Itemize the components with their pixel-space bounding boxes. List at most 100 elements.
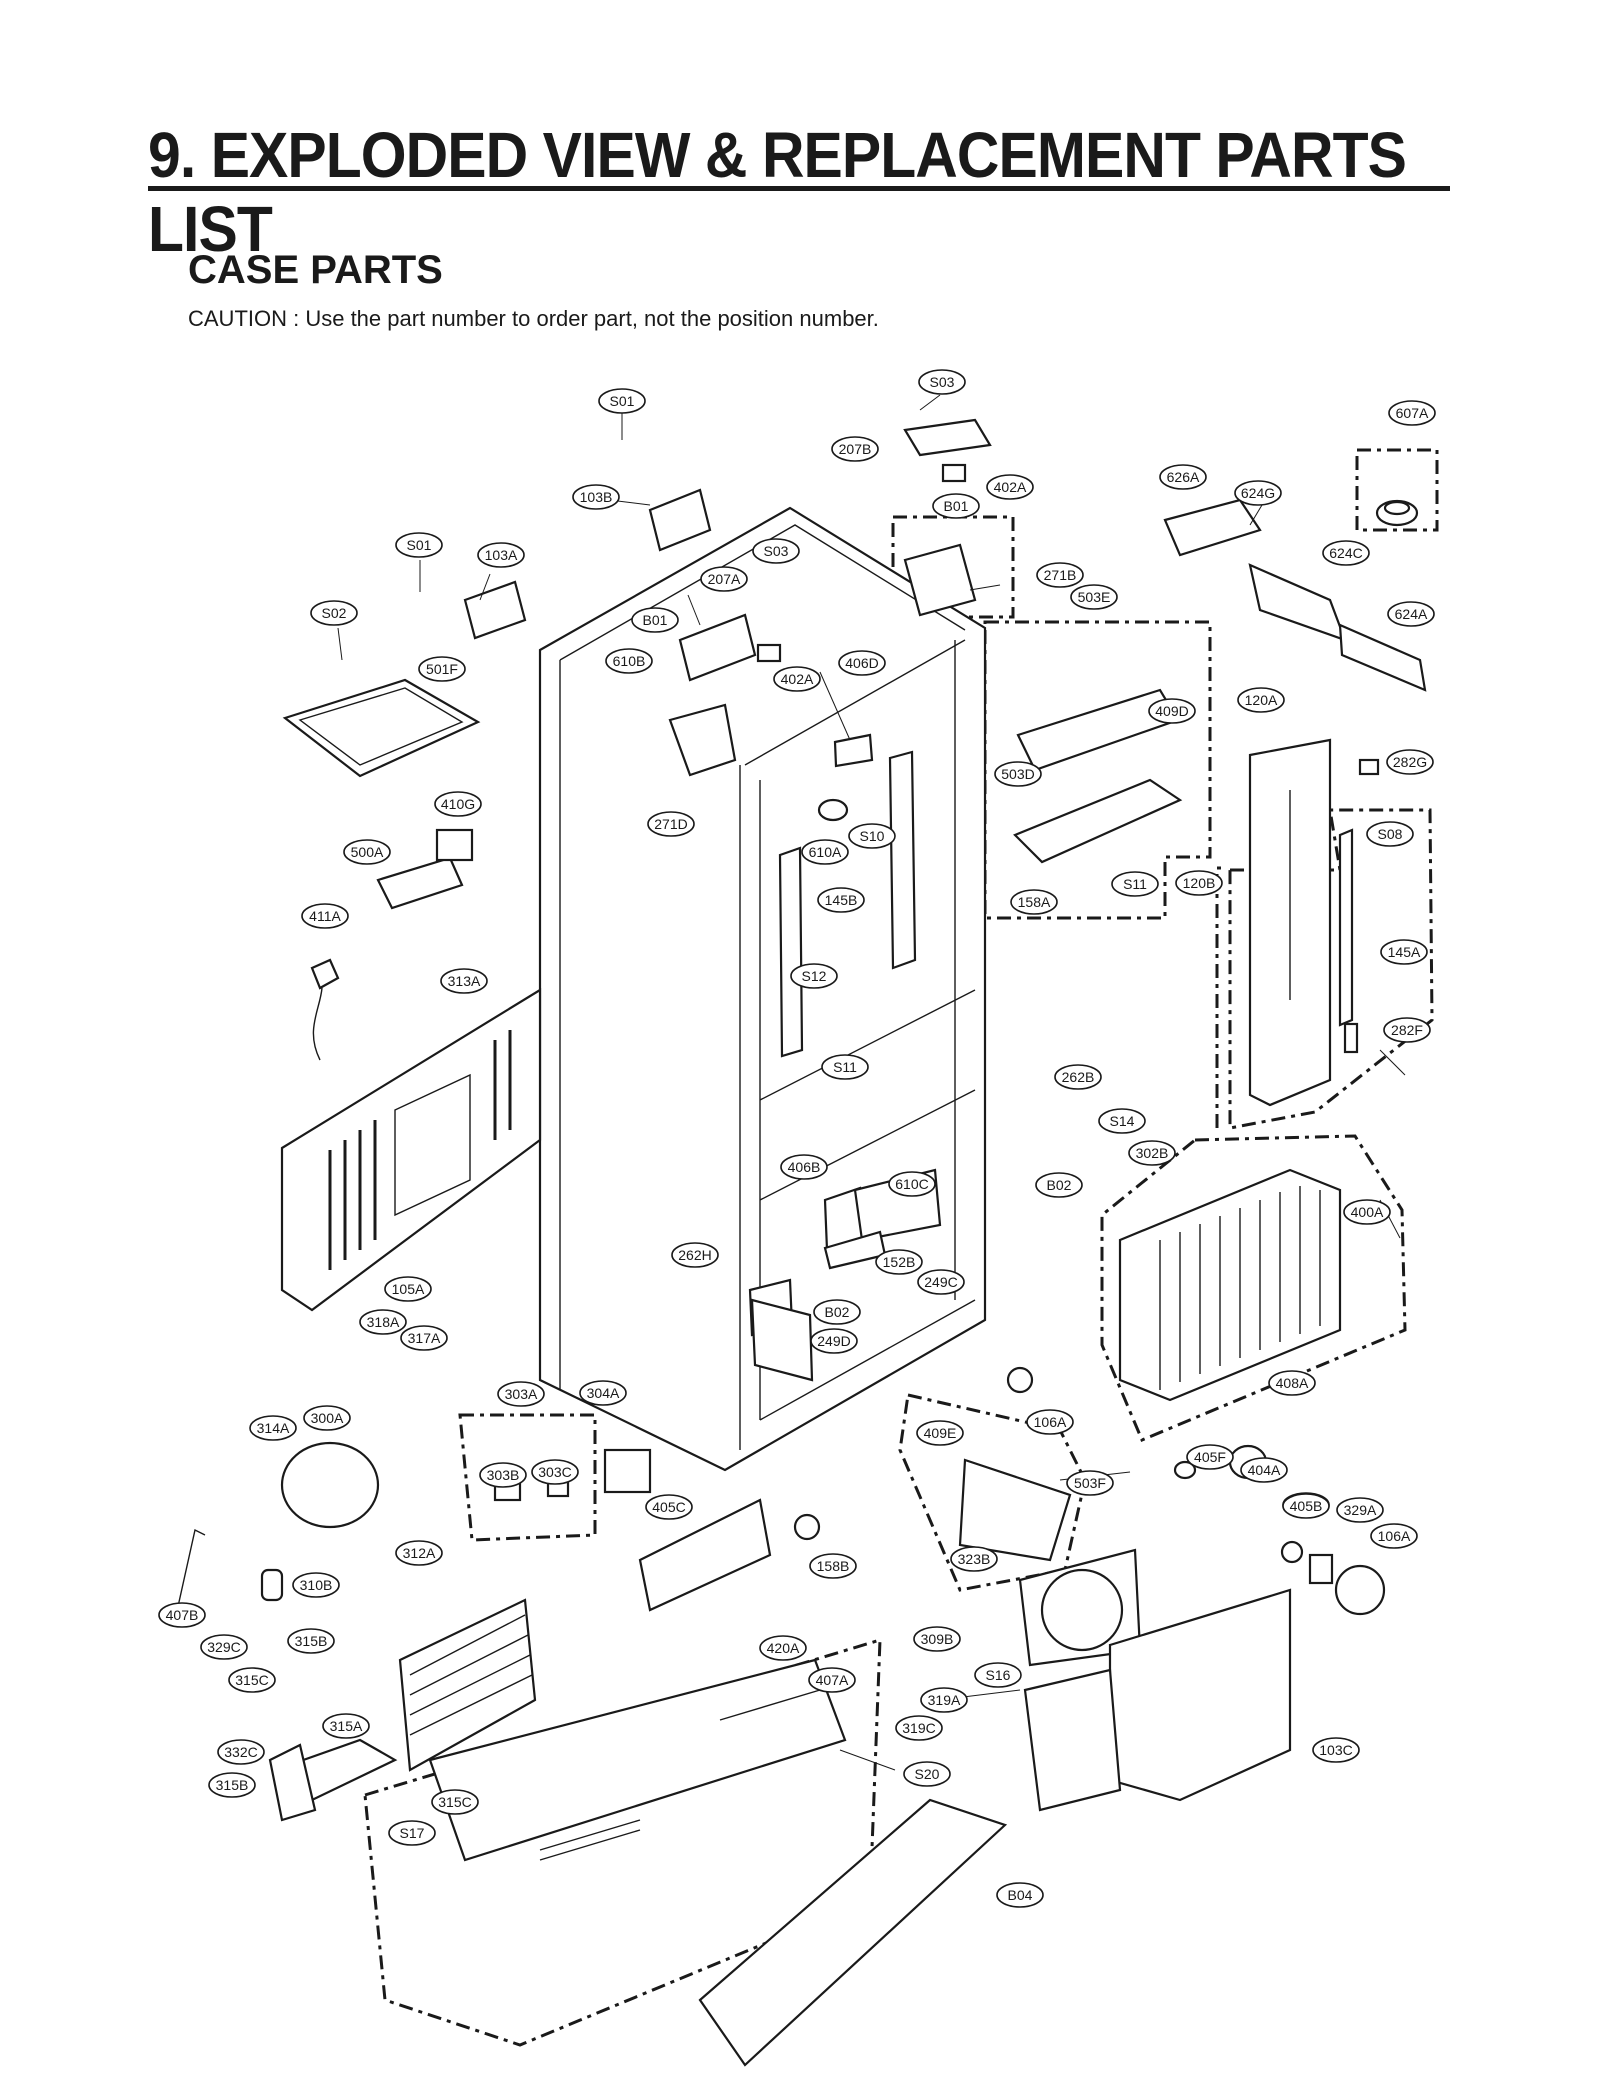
callout-text: 329A <box>1344 1502 1377 1518</box>
callout-407b: 407B <box>158 1602 206 1628</box>
callout-text: S10 <box>860 828 885 844</box>
callout-bubble <box>918 369 966 395</box>
callout-300a: 300A <box>303 1405 351 1431</box>
callout-315c: 315C <box>228 1667 276 1693</box>
caution-note: CAUTION : Use the part number to order p… <box>188 306 879 331</box>
callout-text: 207B <box>839 441 872 457</box>
callout-text: B02 <box>1047 1177 1072 1193</box>
tube-624c <box>1248 563 1347 642</box>
callout-249d: 249D <box>810 1328 858 1354</box>
callout-bubble <box>773 666 821 692</box>
callout-624g: 624G <box>1234 480 1282 506</box>
callout-315a: 315A <box>322 1713 370 1739</box>
callout-b01: B01 <box>631 607 679 633</box>
callout-315c: 315C <box>431 1789 479 1815</box>
page-title: 9. EXPLODED VIEW & REPLACEMENT PARTS LIS… <box>148 119 1407 265</box>
group-315a <box>363 1637 882 2047</box>
callout-s08: S08 <box>1366 821 1414 847</box>
callout-s01: S01 <box>395 532 443 558</box>
callout-bubble <box>1240 1457 1288 1483</box>
callout-text: 610B <box>613 653 646 669</box>
callout-text: 410G <box>441 796 475 812</box>
back-cover-313a <box>280 988 542 1312</box>
left-side-parts <box>280 678 542 1312</box>
callout-text: 152B <box>883 1254 916 1270</box>
callout-text: 315C <box>235 1672 268 1688</box>
callout-s16: S16 <box>974 1662 1022 1688</box>
callout-text: 302B <box>1136 1145 1169 1161</box>
callout-207b: 207B <box>831 436 879 462</box>
part-282f <box>1343 1022 1359 1054</box>
callout-text: 318A <box>367 1314 400 1330</box>
callout-bubble <box>801 839 849 865</box>
hinge-cover-103a <box>463 580 527 640</box>
callout-106a: 106A <box>1026 1409 1074 1435</box>
callout-s01: S01 <box>598 388 646 414</box>
callout-text: 313A <box>448 973 481 989</box>
callout-bubble <box>1066 1470 1114 1496</box>
callout-262b: 262B <box>1054 1064 1102 1090</box>
callout-text: B04 <box>1008 1887 1033 1903</box>
callout-s14: S14 <box>1098 1108 1146 1134</box>
group-120b <box>1215 866 1225 1128</box>
callout-bubble <box>1268 1370 1316 1396</box>
callout-bubble <box>916 1420 964 1446</box>
callout-409e: 409E <box>916 1420 964 1446</box>
callout-text: B02 <box>825 1304 850 1320</box>
callout-610a: 610A <box>801 839 849 865</box>
bracket-319c <box>268 1743 317 1822</box>
callout-bubble <box>1388 400 1436 426</box>
callout-text: S01 <box>407 537 432 553</box>
evaporator-coil-323b <box>398 1598 537 1772</box>
callout-text: 407A <box>816 1672 849 1688</box>
relay-304a <box>603 1448 652 1494</box>
fan-and-covers <box>698 1366 1386 2067</box>
callout-bubble <box>431 1789 479 1815</box>
callout-text: 409D <box>1155 703 1188 719</box>
callout-text: 501F <box>426 661 458 677</box>
callout-410g: 410G <box>434 791 482 817</box>
compressor-300a <box>280 1441 380 1529</box>
callout-text: 400A <box>1351 1204 1384 1220</box>
callout-bubble <box>1387 601 1435 627</box>
callout-text: 503F <box>1074 1475 1106 1491</box>
callout-text: 120A <box>1245 692 1278 708</box>
callout-bubble <box>759 1635 807 1661</box>
callout-402a: 402A <box>986 474 1034 500</box>
callout-text: 262B <box>1062 1069 1095 1085</box>
callout-text: 624C <box>1329 545 1362 561</box>
callout-text: 332C <box>224 1744 257 1760</box>
callout-text: 282F <box>1391 1022 1423 1038</box>
callout-bubble <box>895 1715 943 1741</box>
callout-text: 610A <box>809 844 842 860</box>
group-145a <box>1228 808 1434 1130</box>
section-title: CASE PARTS <box>188 248 443 292</box>
callout-text: S08 <box>1378 826 1403 842</box>
callout-bubble <box>996 1882 1044 1908</box>
callout-text: 404A <box>1248 1462 1281 1478</box>
callout-bubble <box>395 532 443 558</box>
callout-406b: 406B <box>780 1154 828 1180</box>
callout-610c: 610C <box>888 1171 936 1197</box>
callout-text: S03 <box>764 543 789 559</box>
callout-bubble <box>303 1405 351 1431</box>
callout-bubble <box>813 1299 861 1325</box>
callout-text: 303A <box>505 1386 538 1402</box>
part-312a <box>260 1568 284 1602</box>
callout-406d: 406D <box>838 650 886 676</box>
callout-bubble <box>950 1546 998 1572</box>
callout-626a: 626A <box>1159 464 1207 490</box>
callout-bubble <box>831 436 879 462</box>
power-cord-411a <box>310 958 340 990</box>
callout-text: 329C <box>207 1639 240 1655</box>
callout-text: 282G <box>1393 754 1427 770</box>
callout-text: S17 <box>400 1825 425 1841</box>
callout-text: 303B <box>487 1467 520 1483</box>
callout-text: S11 <box>833 1059 857 1075</box>
callout-text: 411A <box>309 908 341 924</box>
callout-152b: 152B <box>875 1249 923 1275</box>
callout-103a: 103A <box>477 542 525 568</box>
callout-text: 503E <box>1078 589 1111 605</box>
callout-text: 402A <box>994 479 1027 495</box>
callout-bubble <box>994 761 1042 787</box>
